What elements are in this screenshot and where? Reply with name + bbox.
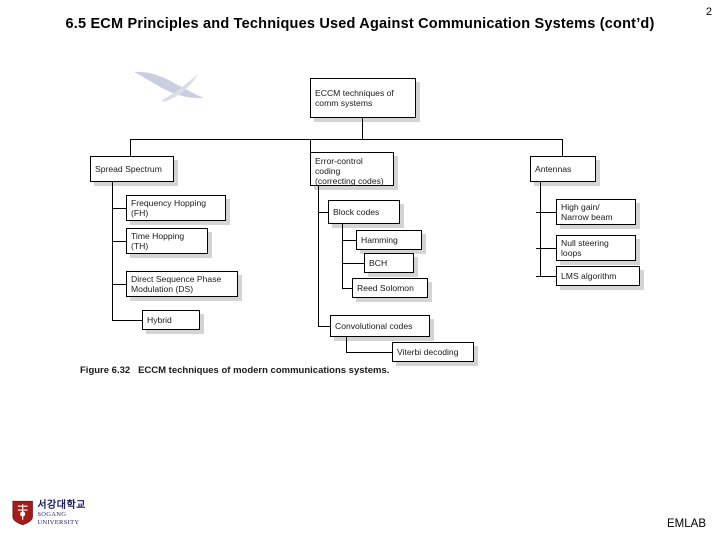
- connector-spread-spine: [112, 182, 114, 320]
- node-frequency-hopping-label: Frequency Hopping (FH): [131, 197, 207, 218]
- page-title: 6.5 ECM Principles and Techniques Used A…: [65, 16, 655, 32]
- node-block-codes: Block codes: [328, 200, 400, 224]
- node-null-steering-loops: Null steering loops: [556, 235, 636, 261]
- node-spread-spectrum: Spread Spectrum: [90, 156, 174, 182]
- shield-icon: [12, 500, 33, 526]
- node-antennas: Antennas: [530, 156, 596, 182]
- page-number: 2: [705, 6, 712, 18]
- logo-korean-name: 서강대학교: [37, 500, 86, 512]
- node-time-hopping: Time Hopping (TH): [126, 228, 208, 254]
- node-null-steering-loops-label: Null steering loops: [561, 237, 609, 258]
- connector-coding-spine: [318, 186, 320, 326]
- connector-antennas-nullsteer: [536, 248, 556, 250]
- connector-drop-spread: [130, 139, 132, 156]
- node-block-codes-label: Block codes: [333, 206, 380, 217]
- connector-root-stem: [362, 118, 364, 139]
- connector-spread-hybrid: [112, 320, 142, 322]
- node-time-hopping-label: Time Hopping (TH): [131, 230, 185, 251]
- connector-top-bus: [130, 139, 562, 141]
- logo-english-name: SOGANG UNIVERSITY: [37, 511, 80, 526]
- node-antennas-label: Antennas: [535, 163, 572, 174]
- connector-spread-ds: [112, 284, 126, 286]
- figure-caption: Figure 6.32 ECCM techniques of modern co…: [80, 365, 390, 376]
- connector-conv-viterbi: [346, 352, 392, 354]
- node-viterbi-decoding: Viterbi decoding: [392, 342, 474, 362]
- connector-block-reed: [342, 288, 352, 290]
- node-lms-algorithm: LMS algorithm: [556, 266, 640, 286]
- node-lms-algorithm-label: LMS algorithm: [561, 270, 617, 281]
- node-bch-label: BCH: [369, 257, 388, 268]
- connector-conv-spine: [346, 337, 348, 352]
- connector-block-spine: [342, 224, 344, 288]
- node-direct-sequence-label: Direct Sequence Phase Modulation (DS): [131, 273, 222, 294]
- connector-spread-th: [112, 241, 126, 243]
- connector-spread-fh: [112, 208, 126, 210]
- node-hamming: Hamming: [356, 230, 422, 250]
- connector-drop-coding: [310, 139, 312, 156]
- node-hamming-label: Hamming: [361, 234, 398, 245]
- connector-block-bch: [342, 263, 364, 265]
- node-root-label: ECCM techniques of comm systems: [315, 87, 394, 108]
- node-high-gain-narrow-beam: High gain/ Narrow beam: [556, 199, 636, 225]
- node-convolutional-codes-label: Convolutional codes: [335, 320, 413, 331]
- logo-text: 서강대학교 SOGANG UNIVERSITY: [37, 500, 108, 525]
- node-error-control-coding-label: Error-control coding (correcting codes): [315, 156, 384, 187]
- node-hybrid: Hybrid: [142, 310, 200, 330]
- connector-block-hamming: [342, 240, 356, 242]
- node-root: ECCM techniques of comm systems: [310, 78, 416, 118]
- node-reed-solomon-label: Reed Solomon: [357, 282, 414, 293]
- node-direct-sequence: Direct Sequence Phase Modulation (DS): [126, 271, 238, 297]
- node-reed-solomon: Reed Solomon: [352, 278, 428, 298]
- node-bch: BCH: [364, 253, 414, 273]
- node-high-gain-narrow-beam-label: High gain/ Narrow beam: [561, 201, 613, 222]
- connector-coding-block: [318, 212, 328, 214]
- node-convolutional-codes: Convolutional codes: [330, 315, 430, 337]
- connector-coding-conv: [318, 326, 330, 328]
- connector-drop-antennas: [562, 139, 564, 156]
- lab-name: EMLAB: [667, 518, 706, 530]
- figure-eccm-tree: ECCM techniques of comm systems Spread S…: [70, 60, 670, 390]
- node-frequency-hopping: Frequency Hopping (FH): [126, 195, 226, 221]
- swoosh-decoration: [134, 71, 204, 102]
- connector-antennas-spine: [540, 182, 542, 276]
- node-spread-spectrum-label: Spread Spectrum: [95, 163, 162, 174]
- node-hybrid-label: Hybrid: [147, 314, 172, 325]
- node-error-control-coding: Error-control coding (correcting codes): [310, 152, 394, 186]
- university-logo: 서강대학교 SOGANG UNIVERSITY: [12, 498, 108, 528]
- connector-antennas-lms: [536, 276, 556, 278]
- connector-antennas-highgain: [536, 212, 556, 214]
- node-viterbi-decoding-label: Viterbi decoding: [397, 346, 459, 357]
